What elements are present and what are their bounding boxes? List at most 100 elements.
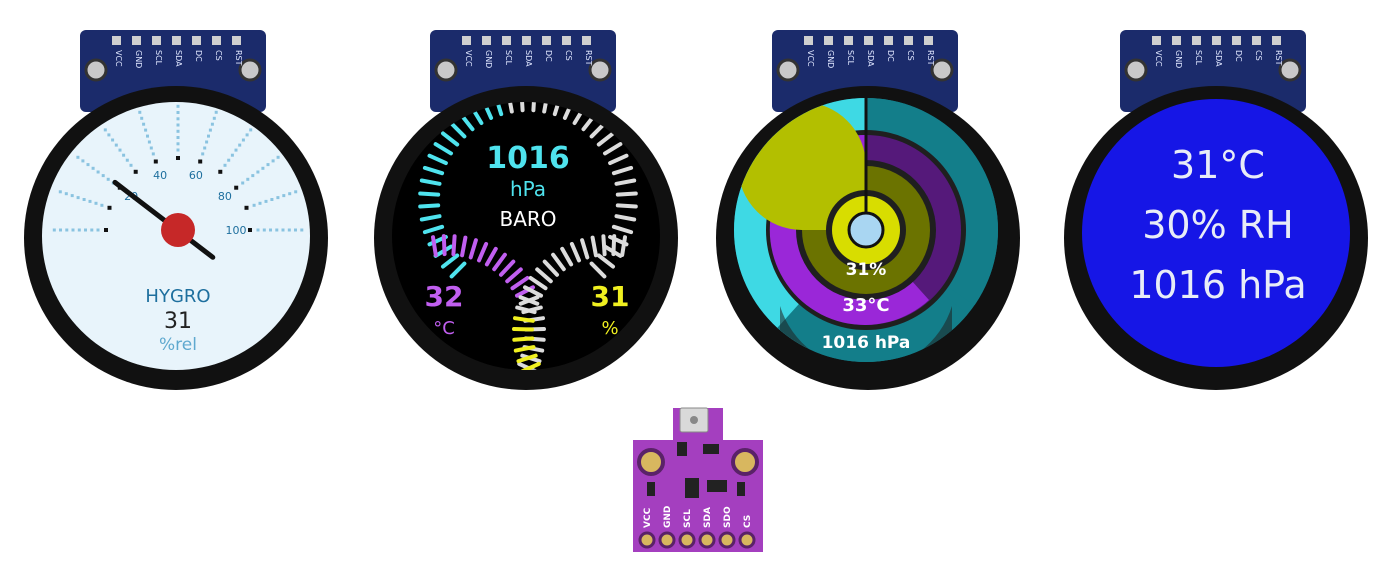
header-pin [924, 36, 933, 45]
arc-segment [493, 102, 504, 117]
gauge-scale-label: 100 [226, 224, 247, 237]
header-pin [482, 36, 491, 45]
gauge-tick [94, 201, 98, 205]
pin-label: SCL [846, 50, 855, 66]
humidity-unit: % [601, 318, 618, 339]
gauge-tick [294, 228, 297, 232]
arc-segment [431, 235, 438, 257]
needle-hub [161, 213, 195, 247]
gauge-tick [76, 155, 80, 159]
arc-segment [620, 235, 627, 257]
pcb-header [80, 30, 266, 112]
header-pin [824, 36, 833, 45]
header-pin [212, 36, 221, 45]
gauge-tick [114, 143, 118, 147]
smd-component [685, 478, 699, 498]
arc-segment [513, 345, 536, 353]
arc-segment [477, 241, 489, 263]
pin-label: GND [134, 50, 143, 68]
pin-label: RST [926, 50, 935, 66]
pin-label: VCC [114, 50, 123, 67]
arc-segment [427, 153, 448, 166]
gauge-tick [212, 116, 216, 120]
header-pin [192, 36, 201, 45]
pin-label: SCL [1194, 50, 1203, 66]
arc-segment [449, 121, 467, 139]
arc-segment [484, 246, 498, 267]
gauge-tick [230, 153, 234, 157]
gauge-needle [112, 179, 216, 260]
gauge-tick [256, 170, 260, 174]
gauge-major-tick [153, 159, 158, 164]
mount-hole [84, 58, 108, 82]
gauge-scale-label: 80 [218, 190, 232, 203]
arc-segment [580, 238, 590, 260]
sensor-pin-label: SDO [723, 506, 733, 528]
header-pin [1172, 36, 1181, 45]
gauge-tick [271, 159, 275, 163]
gauge-tick [64, 192, 68, 196]
gauge-tick [118, 148, 122, 152]
gauge-tick [245, 133, 249, 137]
gauge-major-tick [234, 185, 239, 190]
gauge-ticks [52, 104, 304, 232]
gauge-tick [281, 228, 285, 232]
gauge-tick [176, 123, 180, 127]
sensor-pin-pad [678, 531, 696, 549]
arc-segment [422, 224, 445, 235]
pin-label: CS [214, 50, 223, 61]
smd-component [703, 444, 719, 454]
pin-label: DC [886, 50, 895, 62]
header-pin [562, 36, 571, 45]
rings-pressure: 1016 hPa [822, 333, 911, 353]
arc-segment [468, 238, 478, 260]
gauge-tick [129, 163, 133, 167]
header-pin [884, 36, 893, 45]
gauge-tick [96, 228, 100, 232]
gauge-tick [125, 158, 129, 162]
header-pin [1212, 36, 1221, 45]
baro-unit: hPa [510, 177, 546, 201]
arc-segment [449, 261, 467, 279]
sensor-pin-label: SCL [683, 509, 693, 528]
gauge-tick [65, 228, 69, 232]
header-pin [502, 36, 511, 45]
arc-segment [608, 153, 629, 166]
mount-hole [1278, 58, 1302, 82]
pin-label: SDA [524, 50, 533, 67]
arc-segment [535, 267, 553, 284]
gauge-tick [107, 133, 111, 137]
gauge-tick [258, 201, 262, 205]
arc-segment [601, 234, 607, 257]
arc-segment [518, 295, 540, 306]
text-pressure: 1016 hPa [1129, 263, 1306, 307]
gauge-tick [264, 199, 268, 203]
arc-segment [422, 165, 445, 176]
arc-segment [512, 327, 534, 332]
gauge-tick [276, 155, 280, 159]
pin-label: DC [194, 50, 203, 62]
arc-segment [520, 361, 541, 370]
arc-segment [418, 191, 441, 197]
smd-component [647, 482, 655, 496]
arc-segment [510, 276, 530, 291]
sensor-pin-pad [698, 531, 716, 549]
header-pin [804, 36, 813, 45]
gauge-tick [300, 228, 304, 232]
gauge-tick [81, 159, 85, 163]
gauge-tick [205, 140, 209, 144]
sensor-pin-label: SDA [703, 507, 713, 528]
gauge-tick [210, 122, 214, 126]
gauge-tick [201, 152, 205, 156]
smd-component [737, 482, 745, 496]
pin-label: GND [826, 50, 835, 68]
gauge-major-tick [176, 156, 180, 160]
header-pin [112, 36, 121, 45]
gauge-tick [288, 192, 292, 196]
center-dot [847, 211, 885, 249]
